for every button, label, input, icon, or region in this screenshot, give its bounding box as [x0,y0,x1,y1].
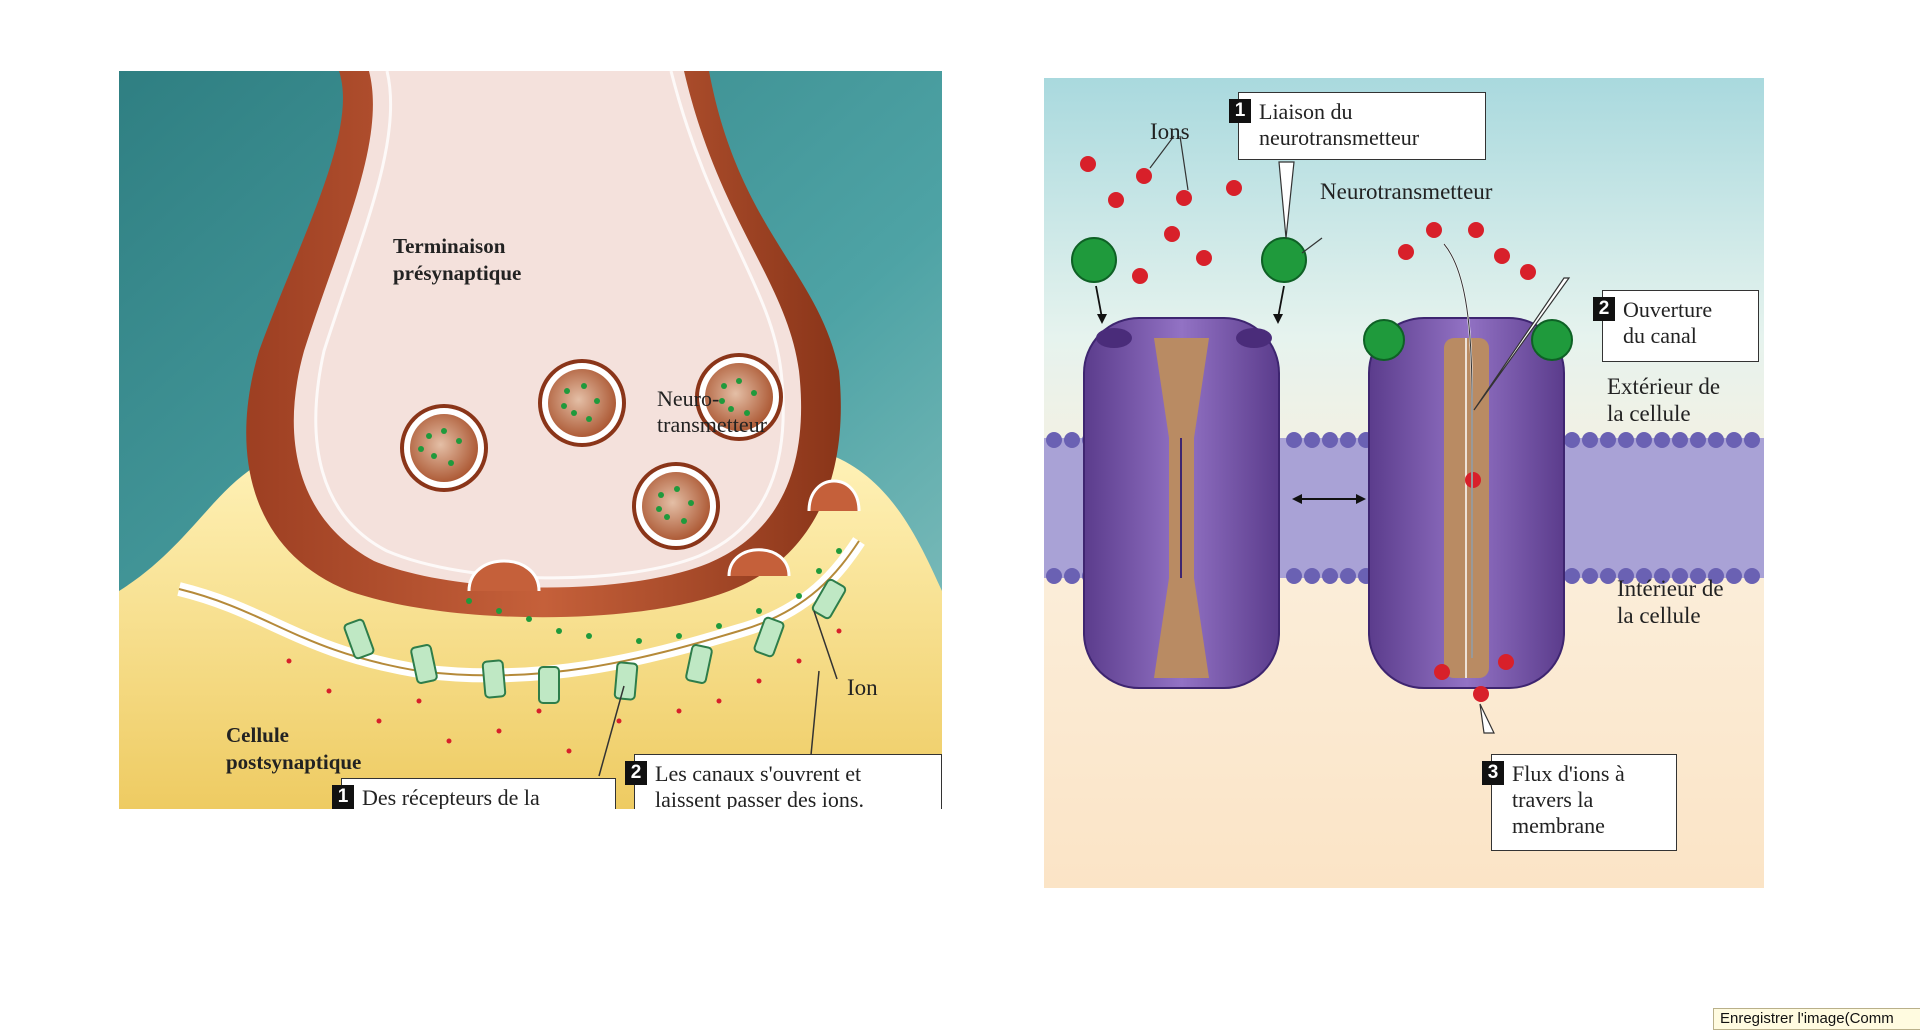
callout-number: 1 [332,785,354,809]
callout-number: 3 [1482,761,1504,785]
save-image-tooltip[interactable]: Enregistrer l'image(Comm [1713,1008,1920,1030]
closed-channel [1083,317,1280,689]
callout-neurotransmitter-binding: 1 Liaison du neurotransmetteur [1229,92,1486,160]
vesicle-group [400,353,861,592]
neurotransmitter-label: Neuro- transmetteur [657,386,767,437]
callout-channel-opening: 2 Les canaux s'ouvrent et laissent passe… [625,754,942,809]
callout-number: 1 [1229,99,1251,123]
synapse-panel: Terminaison présynaptique Neuro- transme… [119,71,942,809]
callout-text: Les canaux s'ouvrent et laissent passer … [655,761,864,809]
callout-ion-flow: 3 Flux d'ions à travers la membrane [1482,754,1677,851]
callout-text: Liaison du neurotransmetteur [1259,99,1420,150]
ion-channel-panel: Ions Neurotransmetteur Extérieur de la c… [1044,78,1764,888]
ion-channel-illustration [1044,78,1764,888]
postsynaptic-label: Cellule postsynaptique [226,723,362,774]
ions-label: Ions [1150,119,1190,144]
ion-particles [1080,156,1536,702]
callout-number: 2 [1593,297,1615,321]
receptor-channels [343,578,847,704]
open-channel [1368,317,1565,689]
callout-text: Flux d'ions à travers la membrane [1512,761,1625,838]
callout-text: Ouverture du canal [1623,297,1713,348]
callout-channel-opening: 2 Ouverture du canal [1593,290,1759,362]
synapse-illustration [119,71,942,809]
exterior-label: Extérieur de la cellule [1607,374,1721,426]
neurotransmitter-molecules [1071,237,1573,361]
callout-receptor-binding: 1 Des récepteurs de la membrane post- sy… [332,778,616,809]
presynaptic-label: Terminaison présynaptique [393,234,522,285]
ion-label: Ion [847,675,878,700]
callout-text: Des récepteurs de la membrane post- syna… [362,785,540,809]
ion-dots [286,628,842,754]
neurotransmitter-dots [418,378,842,644]
callout-number: 2 [625,761,647,785]
neurotransmitter-label: Neurotransmetteur [1320,179,1493,204]
interior-label: Intérieur de la cellule [1617,576,1724,628]
